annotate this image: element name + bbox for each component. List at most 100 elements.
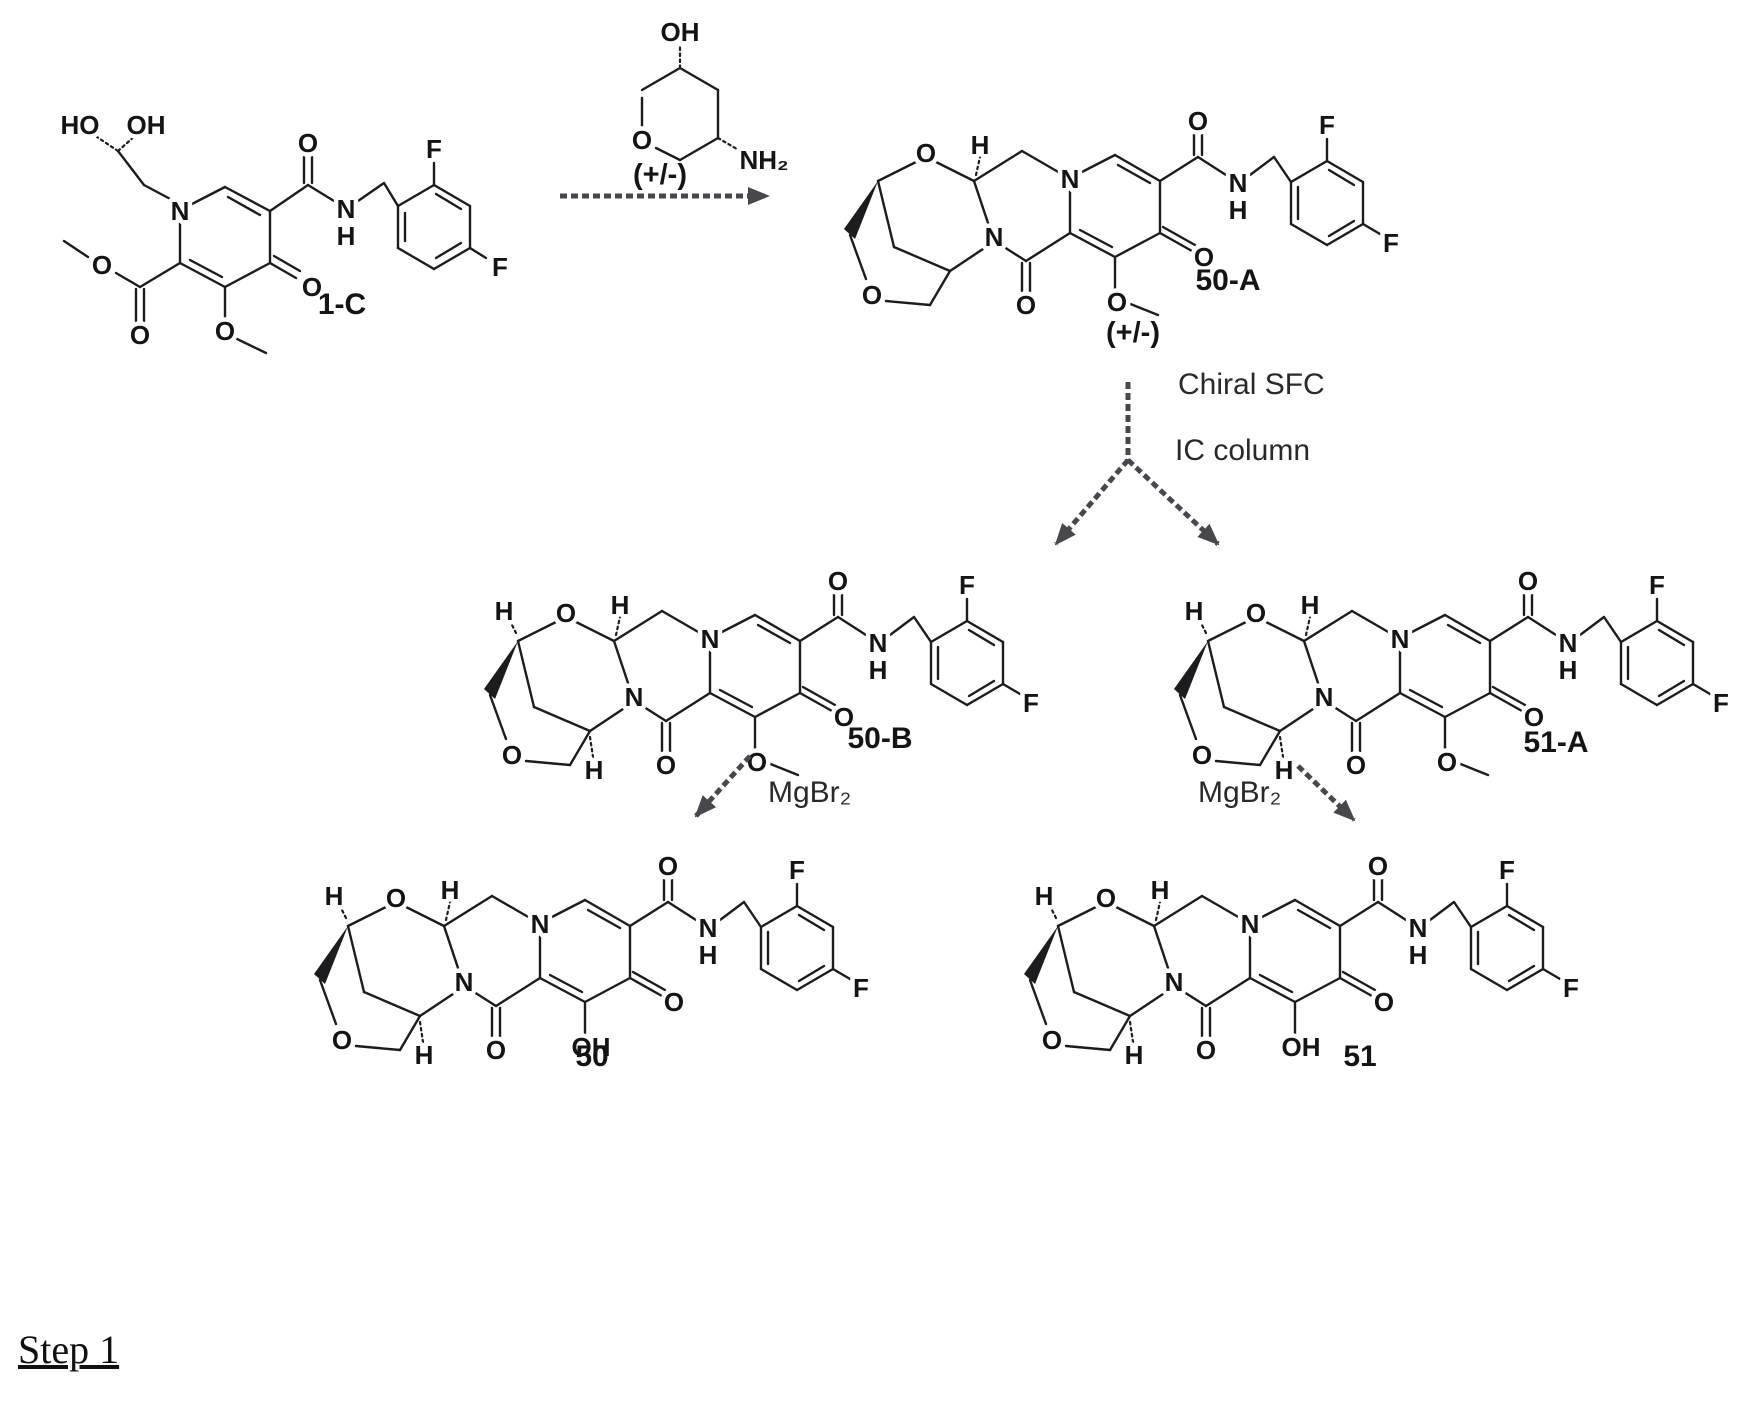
atom-label: H: [441, 875, 460, 905]
atom-label: H: [869, 655, 888, 685]
atom-label: OH: [661, 17, 700, 47]
atom-label: N: [455, 967, 474, 997]
atom-label: N: [869, 628, 888, 658]
atom-label: OH: [1282, 1032, 1321, 1062]
atom-label: O: [1192, 740, 1212, 770]
atom-label: N: [1229, 168, 1248, 198]
atom-label: N: [701, 624, 720, 654]
atom-label: H: [1559, 655, 1578, 685]
racemic-label-reagent: (+/-): [633, 159, 687, 191]
atom-label: H: [585, 755, 604, 785]
atom-label: O: [130, 320, 150, 350]
atom-label: H: [699, 940, 718, 970]
atom-label: N: [985, 222, 1004, 252]
atom-label: N: [1409, 913, 1428, 943]
atom-label: O: [1437, 747, 1457, 777]
atom-label: H: [1151, 875, 1170, 905]
atom-label: H: [1125, 1040, 1144, 1070]
racemic-label-50a: (+/-): [1106, 317, 1160, 349]
atom-label: H: [1185, 596, 1204, 626]
atom-label: N: [1241, 909, 1260, 939]
atom-label: N: [171, 196, 190, 226]
atom-label: O: [1246, 598, 1266, 628]
step-heading: Step 1: [18, 1326, 119, 1373]
atom-label: O: [332, 1025, 352, 1055]
structure-reagent-amine: OH O NH₂: [632, 17, 789, 175]
atom-label: O: [1096, 883, 1116, 913]
atom-label: O: [386, 883, 406, 913]
atom-label: O: [1188, 106, 1208, 136]
structure-50b: HOHNOHONOOONHFF: [484, 566, 1039, 785]
atom-label: H: [495, 596, 514, 626]
atom-label: F: [1383, 228, 1399, 258]
structure-50a: OHNOONOOONHFF: [844, 106, 1399, 320]
atom-label: NH₂: [739, 145, 788, 175]
atom-label: O: [486, 1035, 506, 1065]
atom-label: H: [1301, 590, 1320, 620]
atom-label: O: [1196, 1035, 1216, 1065]
atom-label: F: [492, 252, 508, 282]
atom-label: O: [656, 750, 676, 780]
atom-label: N: [531, 909, 550, 939]
atom-label: O: [1346, 750, 1366, 780]
compound-label-51: 51: [1343, 1040, 1376, 1073]
structure-50: HOHNOHONOHOONHFF: [314, 851, 869, 1070]
atom-label: OH: [127, 110, 166, 140]
atom-label: H: [325, 881, 344, 911]
atom-label: O: [1107, 287, 1127, 317]
atom-label: O: [556, 598, 576, 628]
reagent-mgbr2-right: MgBr₂: [1198, 776, 1281, 809]
atom-label: O: [92, 250, 112, 280]
atom-label: F: [959, 570, 975, 600]
atom-label: F: [1713, 688, 1729, 718]
compound-label-51a: 51-A: [1523, 726, 1588, 759]
condition-chiral-sfc: Chiral SFC: [1178, 368, 1325, 401]
atom-label: H: [337, 221, 356, 251]
atom-label: F: [789, 855, 805, 885]
atom-label: F: [1499, 855, 1515, 885]
atom-label: N: [625, 682, 644, 712]
atom-label: O: [862, 280, 882, 310]
mgbr2-arrow-left: [696, 756, 750, 816]
atom-label: O: [215, 316, 235, 346]
atom-label: O: [298, 128, 318, 158]
atom-label: H: [1409, 940, 1428, 970]
atom-label: F: [426, 134, 442, 164]
atom-label: N: [1391, 624, 1410, 654]
atom-label: H: [1229, 195, 1248, 225]
atom-label: F: [1319, 110, 1335, 140]
compound-label-50: 50: [575, 1040, 608, 1073]
structure-1c: HOOHNOOOOONHFF: [61, 110, 508, 353]
atom-label: H: [611, 590, 630, 620]
compound-label-50b: 50-B: [847, 722, 912, 755]
atom-label: N: [1315, 682, 1334, 712]
atom-label: N: [699, 913, 718, 943]
atom-label: O: [1518, 566, 1538, 596]
atom-label: N: [337, 194, 356, 224]
atom-label: O: [1016, 290, 1036, 320]
atom-label: H: [971, 130, 990, 160]
atom-label: O: [1374, 987, 1394, 1017]
atom-label: O: [664, 987, 684, 1017]
reagent-mgbr2-left: MgBr₂: [768, 776, 851, 809]
atom-label: F: [1649, 570, 1665, 600]
atom-label: O: [632, 125, 652, 155]
compound-label-1c: 1-C: [318, 288, 366, 321]
atom-label: O: [502, 740, 522, 770]
atom-label: F: [1023, 688, 1039, 718]
atom-label: O: [828, 566, 848, 596]
atom-label: F: [853, 973, 869, 1003]
atom-label: O: [1042, 1025, 1062, 1055]
structure-51a: HOHNOHONOOONHFF: [1174, 566, 1729, 785]
structure-51: HOHNOHONOHOONHFF: [1024, 851, 1579, 1070]
atom-label: O: [1368, 851, 1388, 881]
atom-label: N: [1165, 967, 1184, 997]
atom-label: O: [747, 747, 767, 777]
atom-label: HO: [61, 110, 100, 140]
compound-label-50a: 50-A: [1195, 264, 1260, 297]
atom-label: O: [658, 851, 678, 881]
atom-label: H: [415, 1040, 434, 1070]
atom-label: F: [1563, 973, 1579, 1003]
atom-label: N: [1559, 628, 1578, 658]
